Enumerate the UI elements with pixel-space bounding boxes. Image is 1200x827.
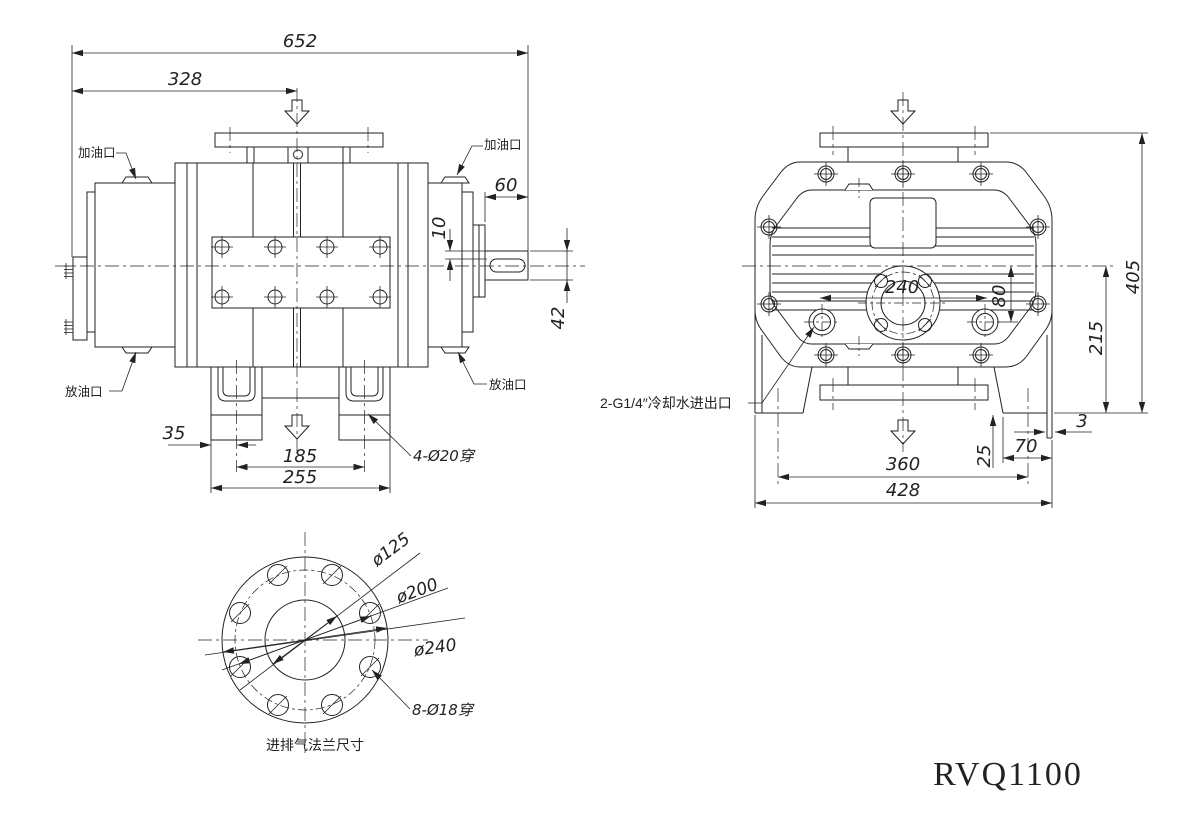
label-foot-holes: 4-Ø20穿 [413,447,476,465]
flange-caption: 进排气法兰尺寸 [266,737,364,753]
dim-overall-length: 652 [283,31,317,52]
dim-base-width: 428 [886,480,920,501]
eyebolt-boss [287,146,309,164]
dim-outer: ø240 [412,635,458,661]
outlet-flow-arrow-end [889,419,917,445]
label-oil-drain-right: 放油口 [489,377,527,392]
dim-bore: ø125 [367,529,414,571]
dim-shaft-dia: 42 [548,307,569,330]
label-oil-fill-right: 加油口 [484,138,522,152]
dim-foot-span: 255 [283,467,317,488]
dim-center-height: 215 [1086,321,1107,355]
oil-fill-boss-right [440,176,470,184]
cover-bolts-left [64,263,73,335]
label-oil-fill-left: 加油口 [78,146,116,160]
dim-port-offset: 80 [989,285,1010,308]
legs-and-feet [754,310,1053,439]
dim-anchor-span: 360 [886,454,920,475]
centerlines-end [742,92,1114,484]
outlet-flange-end [819,384,989,401]
shaft-keyway [489,258,526,273]
inlet-flow-arrow [283,99,311,125]
flange-detail: ø125 ø200 ø240 8-Ø18穿 进排气法兰尺寸 [198,529,475,754]
oil-drain-boss-left [121,346,153,354]
inlet-flange [214,132,384,148]
oil-drain-boss-right [440,346,470,354]
dim-foot-height: 25 [974,445,995,468]
dimension-lines-end [755,133,1146,507]
dim-hole-span: 185 [283,446,317,467]
inlet-flange-end [819,132,989,148]
dim-bolt-circle: ø200 [393,575,441,609]
body-flange-lines [186,163,409,367]
end-view: 405 215 80 240 3 70 25 360 428 2-G1/4″冷却… [600,92,1148,508]
model-title: RVQ1100 [933,756,1083,793]
gear-end-housing [64,176,176,354]
dimension-lines-side [72,49,571,492]
dim-foot-edge: 35 [163,423,186,444]
label-oil-drain-left: 放油口 [65,384,103,399]
drive-shaft [484,250,529,281]
eyebolt-hole [293,149,303,160]
dim-overall-height: 405 [1123,260,1144,294]
flange-dia-lines [204,552,466,710]
dim-plate-gap: 3 [1076,411,1087,432]
centerlines-side [55,88,585,472]
label-flange-holes: 8-Ø18穿 [412,701,475,719]
dim-to-center: 328 [168,69,202,90]
drive-end-housing [427,176,529,354]
dim-port-circle: 240 [885,277,919,298]
label-cooling-ports: 2-G1/4″冷却水进出口 [600,395,732,411]
leader-lines-side [109,145,487,457]
side-view: 652 328 60 10 42 35 185 255 4-Ø20穿 加油口 加… [55,31,585,493]
center-plate [211,236,391,309]
dim-keyway-depth: 10 [429,217,450,240]
cooling-leader [748,326,815,404]
dim-foot-width: 70 [1015,436,1038,457]
oil-fill-boss-left [121,176,153,184]
dim-shaft-length: 60 [495,175,518,196]
